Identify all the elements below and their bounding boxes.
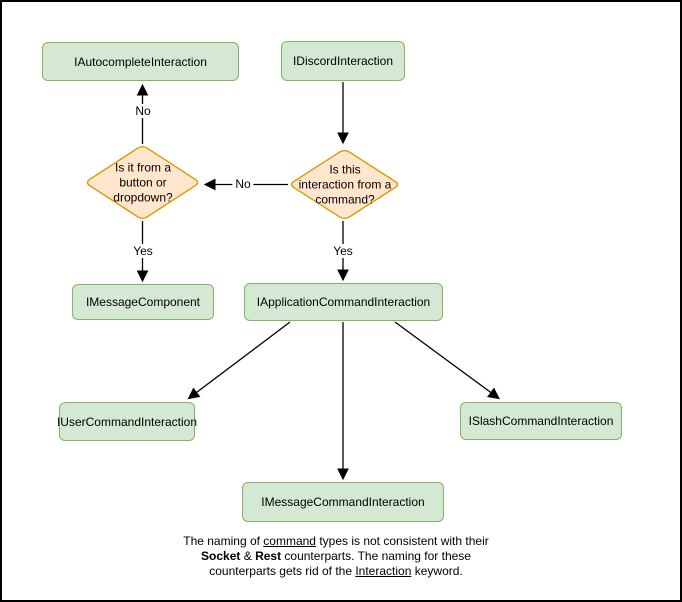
node-discord-interaction: IDiscordInteraction <box>281 41 405 81</box>
decision-label-from-command: Is this interaction from a command? <box>298 162 392 207</box>
node-user-command-interaction: IUserCommandInteraction <box>57 402 197 441</box>
note-text: counterparts. The naming for these <box>281 549 471 563</box>
edge-label-no-to-autocomplete: No <box>132 104 154 118</box>
note-text: keyword. <box>411 564 463 578</box>
edge-label-yes-to-message-component: Yes <box>130 244 156 258</box>
note-line-2: Socket & Rest counterparts. The naming f… <box>126 549 546 564</box>
node-message-component: IMessageComponent <box>72 284 214 320</box>
note-text: types is not consistent with their <box>315 534 489 548</box>
node-message-command-interaction: IMessageCommandInteraction <box>242 482 444 522</box>
node-application-command-interaction: IApplicationCommandInteraction <box>244 283 443 321</box>
note-underline-command: command <box>263 534 316 548</box>
node-autocomplete-interaction: IAutocompleteInteraction <box>42 42 239 81</box>
note-line-3: counterparts gets rid of the Interaction… <box>126 564 546 579</box>
decision-label-button-dropdown: Is it from a button or dropdown? <box>113 160 173 205</box>
note-bold-rest: Rest <box>255 549 282 563</box>
note: The naming of command types is not consi… <box>126 534 546 579</box>
note-text: counterparts gets rid of the <box>209 564 356 578</box>
note-bold-socket: Socket <box>201 549 241 563</box>
note-text: The naming of <box>183 534 264 548</box>
node-slash-command-interaction: ISlashCommandInteraction <box>460 402 622 440</box>
arrow-application-to-slash-command <box>394 321 500 400</box>
edge-label-yes-to-application-command: Yes <box>330 244 356 258</box>
note-underline-interaction: Interaction <box>355 564 412 578</box>
note-line-1: The naming of command types is not consi… <box>126 534 546 549</box>
note-text: & <box>240 549 256 563</box>
edge-label-no-to-button-decision: No <box>232 177 254 191</box>
arrow-application-to-user-command <box>187 321 291 400</box>
